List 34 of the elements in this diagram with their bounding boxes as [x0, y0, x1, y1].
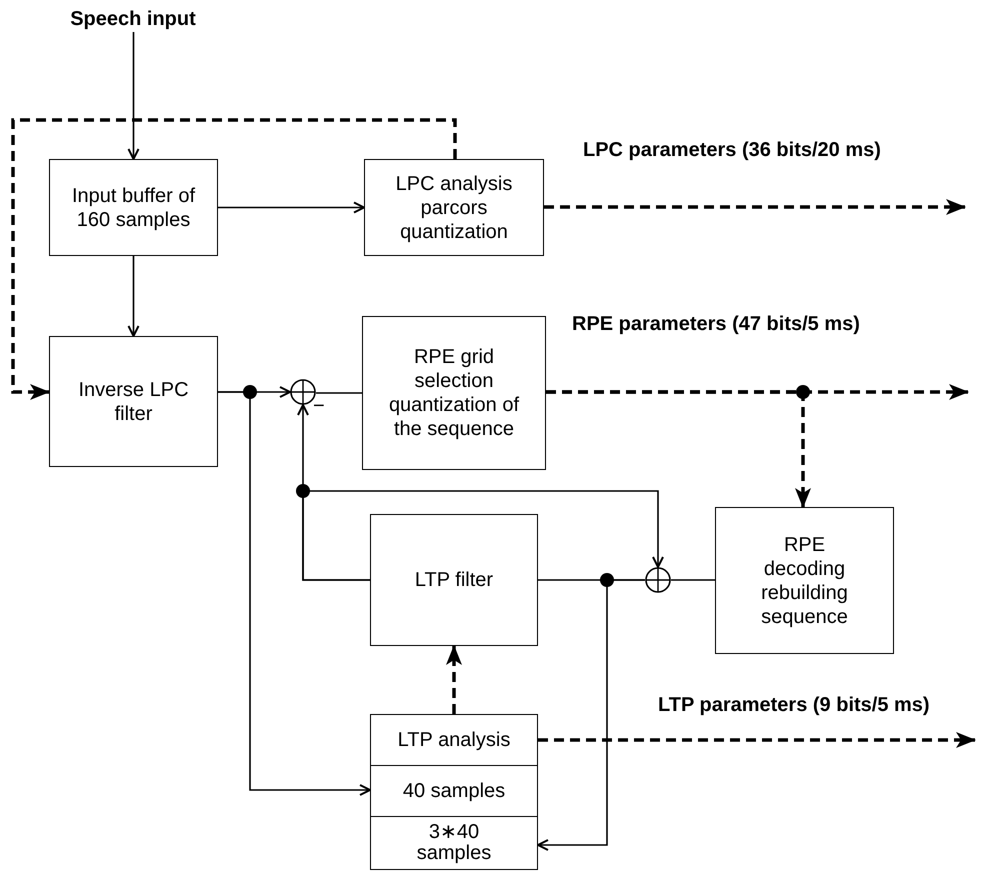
box-label: LTP analysis — [398, 728, 510, 752]
arrow — [537, 579, 645, 851]
box-label: RPE grid selection quantization of the sequence — [388, 345, 520, 441]
input-label: Speech input — [70, 7, 196, 31]
box-label: 40 samples — [402, 779, 506, 803]
process-box — [49, 159, 218, 256]
process-box — [370, 514, 538, 646]
box-label: Input buffer of 160 samples — [70, 184, 196, 232]
process-box — [370, 714, 538, 766]
box-label: LTP filter — [414, 568, 494, 592]
dashed-arrow — [544, 199, 966, 215]
dashed-arrow — [11, 118, 457, 400]
arrow — [218, 202, 365, 214]
arrow — [128, 32, 140, 160]
box-label: 3∗40 samples — [416, 822, 492, 864]
minus-sign: − — [313, 395, 325, 418]
dashed-arrow — [446, 645, 462, 714]
process-box — [370, 816, 538, 870]
box-label: LPC analysis parcors quantization — [394, 172, 514, 244]
process-box — [362, 316, 546, 470]
arrow — [128, 256, 140, 337]
dashed-arrow — [538, 732, 976, 748]
box-label: RPE decoding rebuilding sequence — [760, 532, 849, 628]
process-box — [49, 336, 218, 467]
edge-label: RPE parameters (47 bits/5 ms) — [570, 313, 862, 336]
process-box — [364, 159, 544, 256]
dashed-arrow — [546, 390, 811, 508]
process-box — [715, 507, 894, 654]
edge-label: LPC parameters (36 bits/20 ms) — [581, 139, 883, 162]
box-label: Inverse LPC filter — [77, 378, 190, 426]
arrow — [218, 391, 371, 796]
arrow — [302, 490, 664, 581]
edge-label: LTP parameters (9 bits/5 ms) — [656, 694, 932, 717]
process-box — [370, 765, 538, 817]
